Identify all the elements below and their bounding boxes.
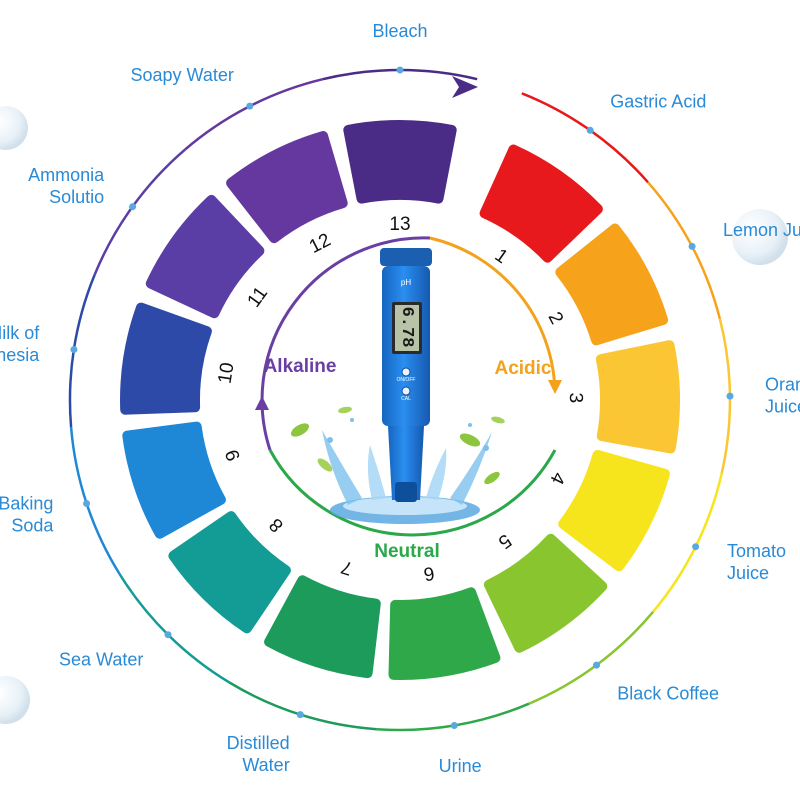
- ph-number-7: 7: [339, 556, 355, 579]
- bubble-right: [732, 209, 788, 265]
- direction-arrow-icon: [452, 76, 478, 98]
- substance-label-ph-10: Milk ofMagnesia: [0, 323, 40, 365]
- acidic-label: Acidic: [494, 358, 551, 379]
- ph-tile-2: [555, 223, 669, 346]
- substance-label-ph-6: Urine: [439, 756, 482, 776]
- ph-tile-9: [122, 421, 226, 539]
- ring-segment-ph-9: [69, 427, 121, 575]
- color-tiles: [120, 119, 680, 680]
- alkaline-label: Alkaline: [264, 356, 337, 377]
- cal-button[interactable]: [401, 386, 411, 396]
- ring-dot-ph-3: [726, 392, 734, 400]
- substance-label-ph-1: Gastric Acid: [610, 92, 706, 112]
- ring-dot-ph-13: [396, 66, 404, 74]
- ph-number-9: 9: [222, 447, 245, 464]
- bubble-left-bottom: [0, 676, 30, 724]
- ph-number-13: 13: [389, 214, 410, 235]
- ph-tile-1: [479, 144, 603, 263]
- ph-number-11: 11: [244, 283, 273, 311]
- ring-dot-ph-8: [164, 631, 172, 639]
- ring-dot-ph-10: [70, 346, 78, 353]
- ph-number-2: 2: [544, 309, 568, 328]
- ph-number-8: 8: [266, 514, 288, 536]
- ring-dot-ph-6: [450, 722, 458, 729]
- substance-label-ph-3: OrangeJuice: [765, 375, 800, 417]
- substance-label-ph-8: Sea Water: [59, 650, 143, 670]
- ring-dot-ph-5: [593, 661, 600, 669]
- ph-tile-4: [558, 450, 670, 572]
- substance-label-ph-2: Lemon Juice: [723, 220, 800, 240]
- cal-label: CAL: [401, 396, 411, 402]
- ring-dot-ph-11: [129, 203, 137, 211]
- ring-dot-ph-2: [688, 242, 696, 250]
- inner-arc-acidic: [429, 236, 557, 391]
- ph-tile-6: [388, 587, 501, 680]
- ph-tile-7: [264, 575, 381, 679]
- ph-number-6: 6: [422, 562, 436, 584]
- ring-dot-ph-9: [83, 500, 91, 507]
- ring-dot-ph-4: [692, 543, 700, 551]
- alkaline-arrow-icon: [255, 396, 269, 410]
- ph-tile-10: [120, 302, 212, 415]
- on-off-button[interactable]: [401, 367, 411, 377]
- ph-tile-12: [226, 131, 348, 244]
- on-off-label: ON/OFF: [397, 377, 416, 383]
- ph-number-12: 12: [306, 230, 334, 258]
- substance-label-ph-13: Bleach: [372, 21, 427, 41]
- ph-tile-8: [168, 511, 291, 634]
- meter-reading: 6.78: [397, 307, 416, 348]
- acidic-arrow-icon: [548, 380, 562, 394]
- ph-tile-5: [483, 533, 608, 653]
- ph-number-10: 10: [215, 361, 239, 385]
- ring-dot-ph-7: [296, 711, 304, 719]
- substance-label-ph-12: Soapy Water: [131, 65, 234, 85]
- ph-tile-13: [343, 119, 457, 204]
- substance-label-ph-5: Black Coffee: [617, 683, 719, 703]
- ring-dot-ph-1: [586, 126, 594, 134]
- ring-dot-ph-12: [246, 102, 254, 110]
- leaves: [290, 406, 505, 485]
- ph-meter: pH 6.78 ON/OFF CAL: [380, 248, 432, 502]
- meter-ph-badge: pH: [401, 278, 411, 287]
- ph-number-5: 5: [494, 529, 515, 552]
- ph-tile-11: [145, 194, 265, 319]
- water-splash: [322, 418, 492, 524]
- ph-tile-3: [595, 340, 680, 454]
- ring-segment-ph-7: [228, 681, 377, 731]
- ph-number-3: 3: [565, 392, 586, 403]
- inner-arc-neutral: [268, 449, 557, 537]
- neutral-label: Neutral: [374, 541, 439, 562]
- bubble-left-top: [0, 106, 28, 150]
- ph-number-4: 4: [545, 469, 569, 488]
- ph-number-1: 1: [491, 245, 512, 268]
